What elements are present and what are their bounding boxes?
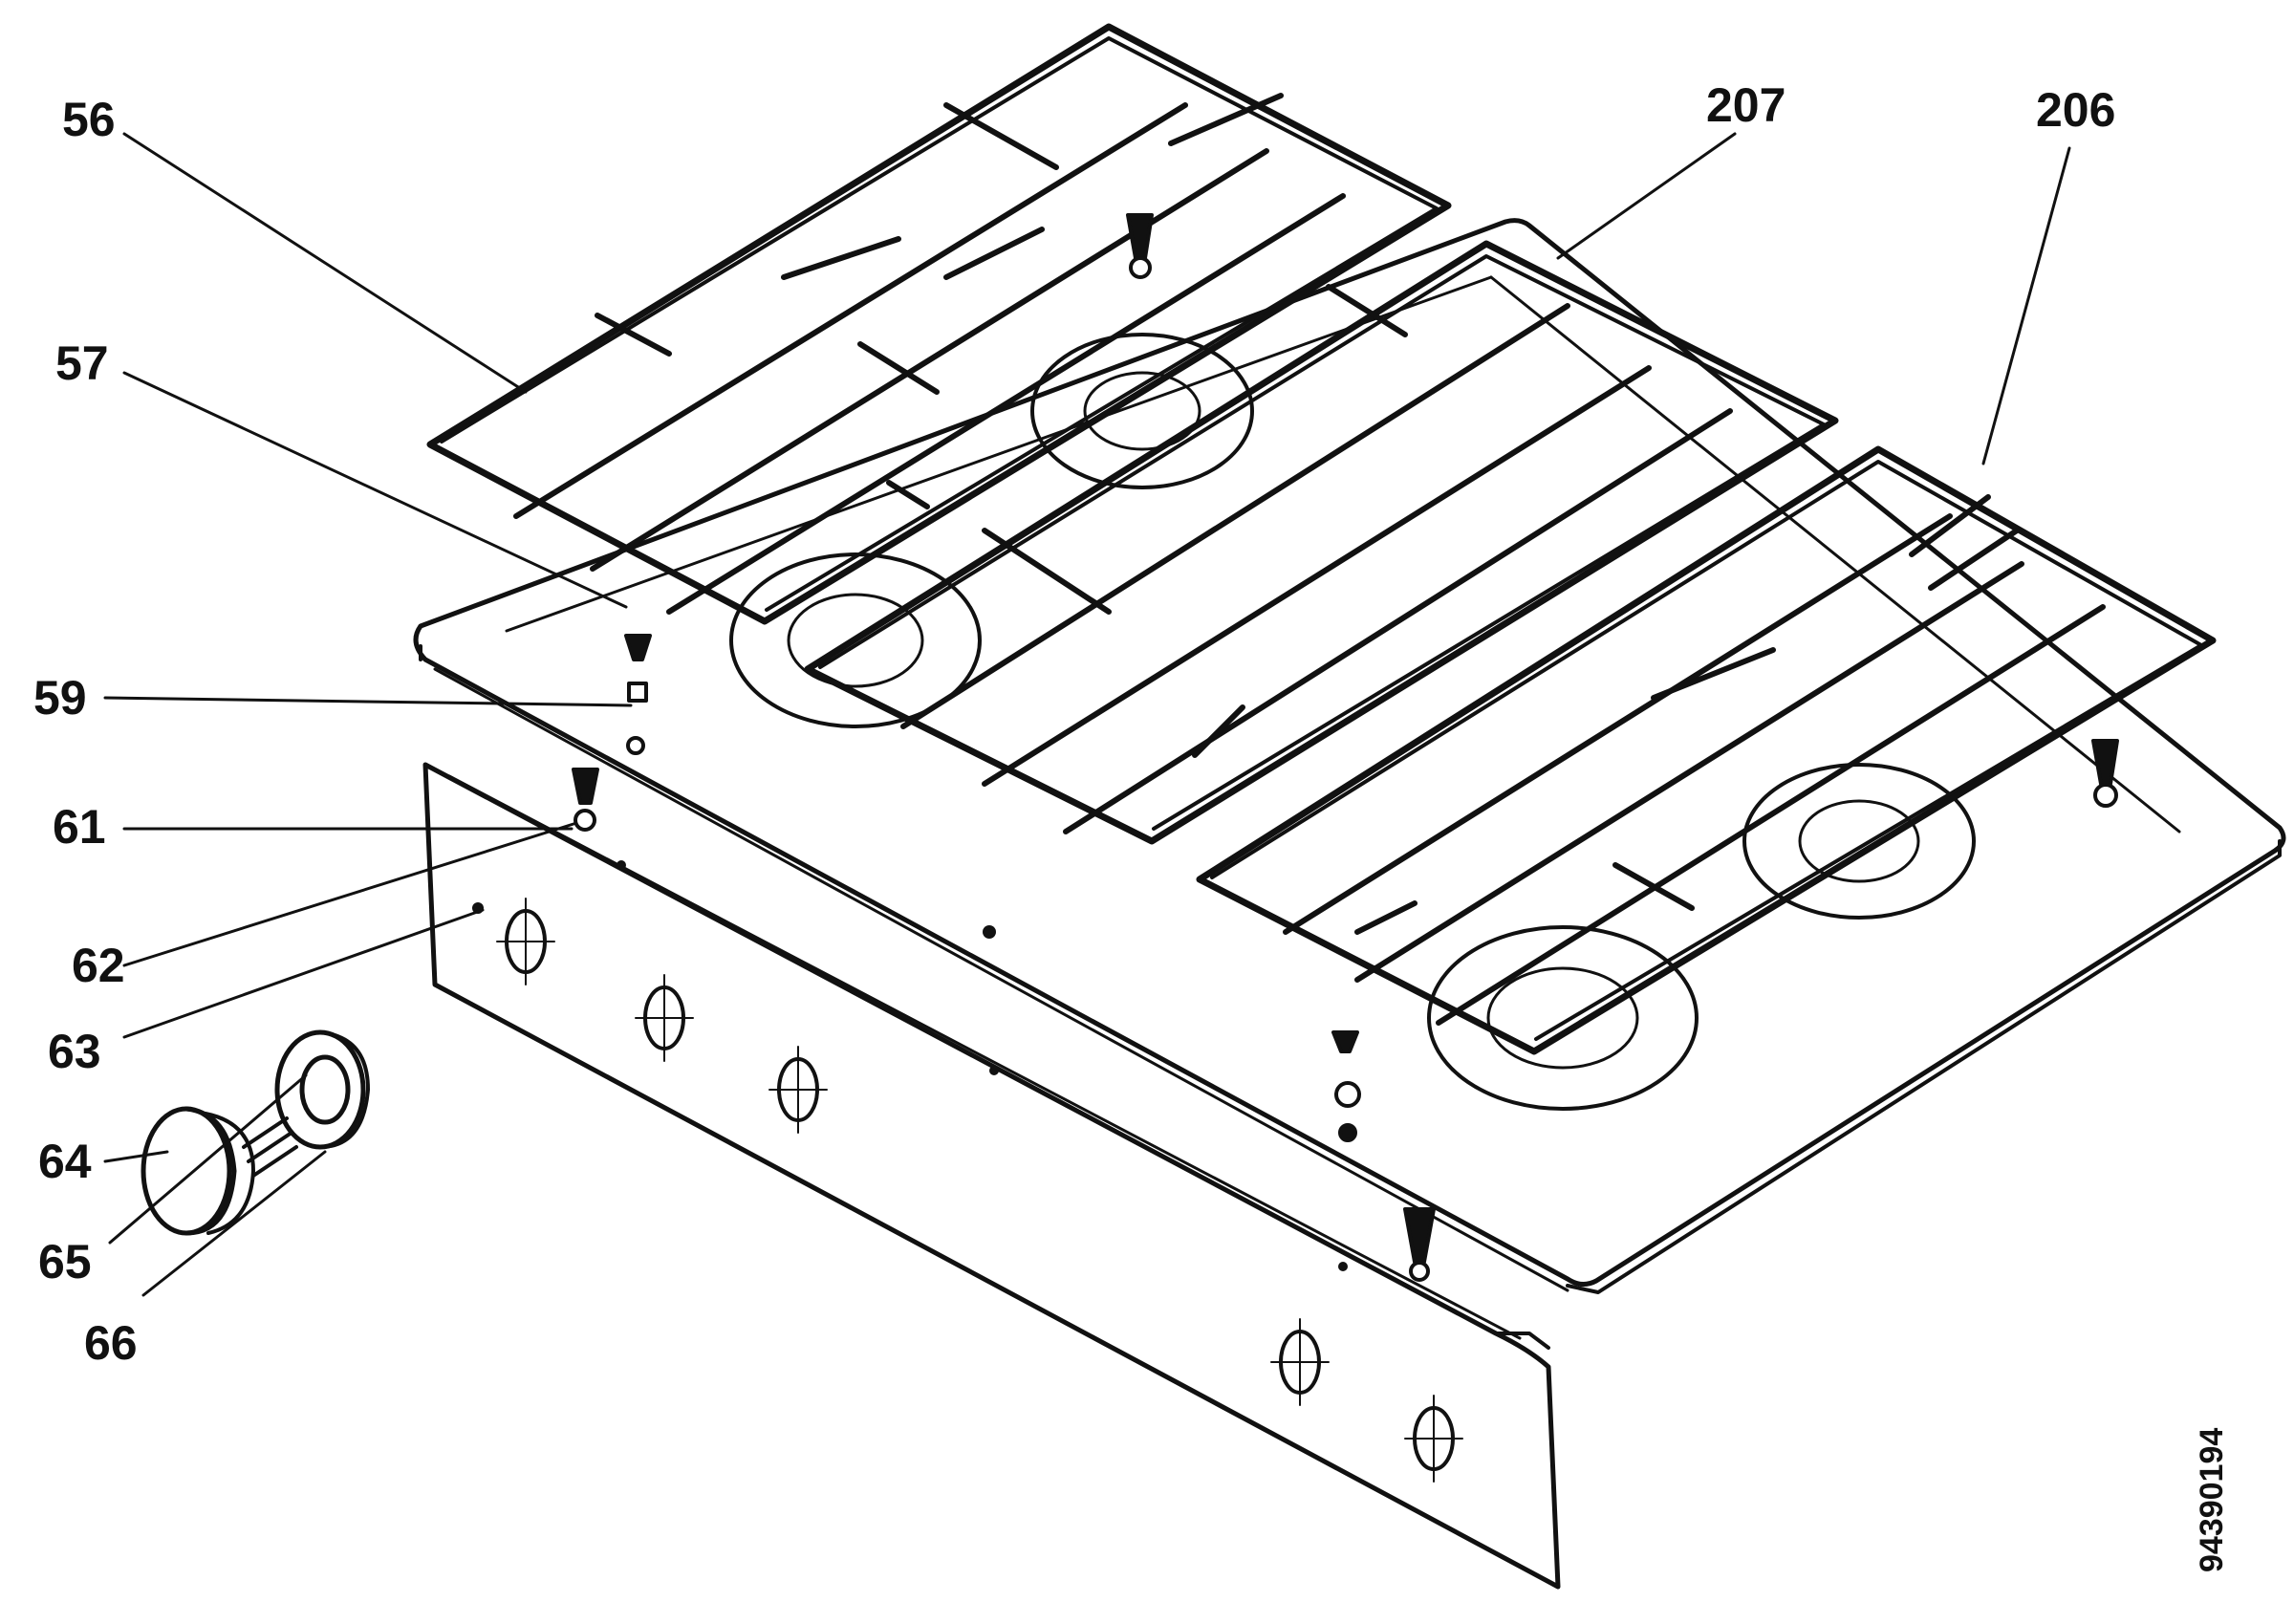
knob-hole-3 [768,1046,828,1134]
callout-65: 65 [38,1235,92,1288]
pan-support-middle [804,240,1839,845]
hob-top-plate [413,218,2286,1294]
screw-right-1 [1331,1030,1361,1142]
callout-63: 63 [48,1025,101,1078]
burner-rear-right [1742,763,1976,920]
document-number: 94390194 [2194,1427,2230,1572]
callout-61: 61 [53,800,106,854]
screw-right-3 [2091,739,2119,808]
knob-hole-4 [1270,1318,1330,1406]
knob-hole-5 [1404,1395,1463,1483]
callout-64: 64 [38,1135,92,1188]
callout-62: 62 [72,939,125,992]
control-panel [422,762,1561,1590]
pan-support-right [1196,445,2217,1055]
callout-207: 207 [1706,78,1786,132]
knob-bezel [274,1029,370,1150]
burner-rear-left [1030,333,1254,489]
screw-61 [572,768,599,832]
control-knob [141,1106,255,1236]
callout-56: 56 [62,93,116,146]
callout-59: 59 [33,671,87,725]
pan-support-left [426,23,1452,625]
leader-lines [103,132,2071,1297]
screw-right-2 [1403,1207,1436,1282]
knob-spring [242,1116,298,1178]
callout-57: 57 [55,336,109,390]
screw-59 [624,634,652,755]
screw-rear [1126,213,1154,279]
callout-206: 206 [2036,83,2116,137]
burner-front-right [1427,925,1699,1111]
knob-hole-2 [635,974,694,1062]
callout-66: 66 [84,1316,138,1370]
knob-hole-1 [496,898,555,985]
